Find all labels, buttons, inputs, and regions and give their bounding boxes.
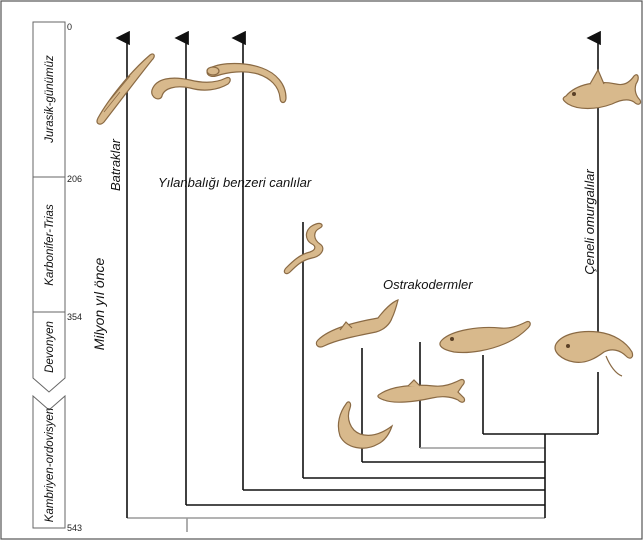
label-jawed-vertebrates: Çeneli omurgalılar: [582, 169, 597, 275]
label-batraklar: Batraklar: [108, 138, 123, 191]
ostracoderm-illustration-3: [378, 379, 465, 402]
period-label-cambrian: Kambriyen-ordovisyen: [44, 408, 56, 522]
animal-illustrations: [97, 54, 640, 448]
tree-branches: [127, 38, 598, 532]
ostracoderm-illustration-4: [440, 321, 530, 352]
time-scale: 0 206 354 543 Jurasik-günümüz Karbonifer…: [33, 22, 82, 533]
tick-label-543: 543: [67, 523, 82, 533]
label-ostracoderms: Ostrakodermler: [383, 277, 473, 292]
ostracoderm-illustration-1: [316, 300, 398, 347]
eel-illustration-1: [152, 77, 230, 98]
label-eel-like: Yılanbalığı benzeri canlılar: [158, 175, 312, 190]
jawed-vertebrate-illustration-1: [555, 332, 632, 377]
tick-label-206: 206: [67, 174, 82, 184]
tick-label-0: 0: [67, 22, 72, 32]
jawed-vertebrate-illustration-2: [563, 70, 640, 109]
period-label-devonian: Devonyen: [44, 321, 56, 373]
tick-label-354: 354: [67, 312, 82, 322]
ostracoderm-illustration-2: [338, 402, 392, 448]
period-label-carboniferous: Karbonifer-Trias: [44, 204, 56, 286]
axis-label-million-years: Milyon yıl önce: [91, 257, 107, 350]
period-label-jurassic: Jurasik-günümüz: [44, 55, 56, 144]
batrak-illustration: [97, 54, 154, 124]
